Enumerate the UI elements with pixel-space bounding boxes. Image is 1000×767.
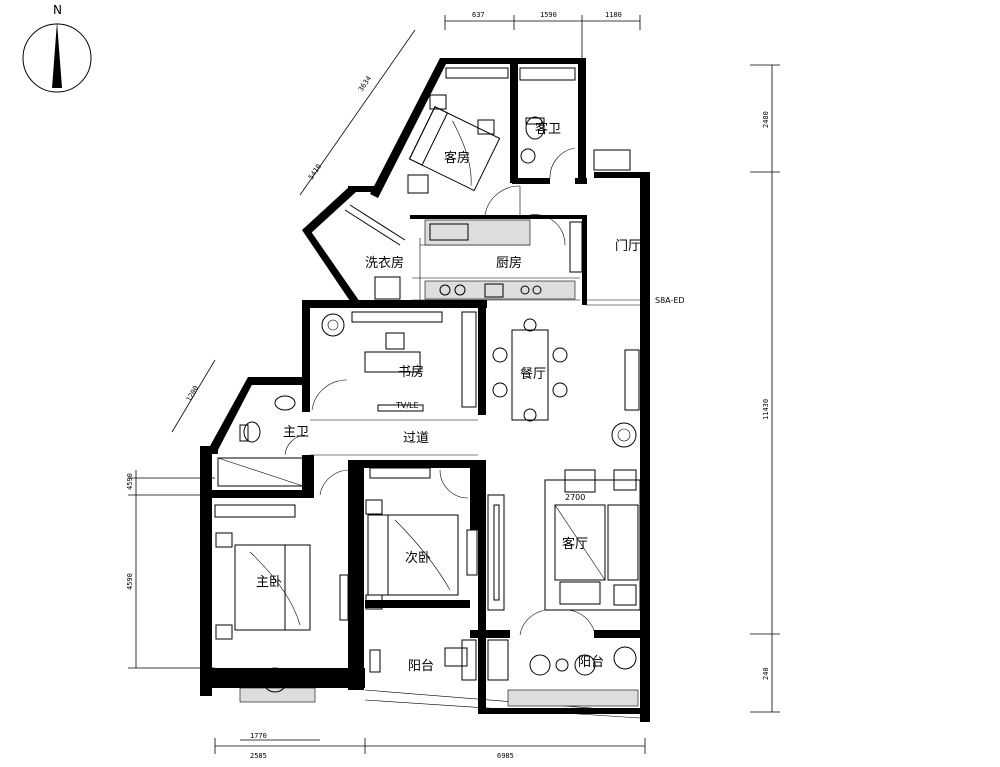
chair-icon — [492, 347, 508, 363]
foyer-edge-note: S8A-ED — [655, 296, 685, 305]
bookshelf-icon — [461, 311, 477, 408]
planter-icon — [507, 689, 639, 707]
stove-icon — [439, 284, 451, 296]
chair-icon — [529, 654, 551, 676]
side-table-icon — [613, 584, 637, 606]
living-height-note: 2700 — [565, 493, 585, 502]
plant-icon — [321, 313, 345, 337]
side-table-icon — [613, 469, 637, 491]
room-labels: 客房 客卫 洗衣房 厨房 门厅 书房 餐厅 主卫 过道 主卧 次卧 客厅 阳台 … — [256, 121, 685, 674]
sideboard-icon — [624, 349, 640, 411]
laundry-rack-icon — [344, 204, 406, 246]
toilet-icon — [243, 421, 261, 443]
dim-bottom-3: 6985 — [497, 752, 514, 760]
storage-icon — [461, 639, 477, 681]
compass: N — [22, 3, 92, 93]
bookshelf-icon — [351, 311, 443, 323]
sofa-icon — [607, 504, 639, 581]
shower-icon — [217, 457, 304, 487]
armchair-icon — [564, 469, 596, 493]
storage-icon — [369, 649, 381, 673]
bathtub-icon — [519, 67, 576, 81]
label-balcony-left: 阳台 — [408, 659, 434, 674]
plant-icon — [611, 422, 637, 448]
toilet-icon — [525, 116, 545, 140]
label-study: 书房 — [398, 364, 424, 380]
dim-bottom-1: 1770 — [250, 732, 267, 740]
dim-top-2: 1590 — [540, 11, 557, 19]
study-window-note: TV/LE — [395, 401, 419, 410]
right-dimensions: 2480 11430 240 — [750, 64, 780, 713]
double-sink-icon — [429, 223, 469, 241]
dim-diag-3: 1200 — [185, 384, 200, 403]
north-arrow-icon — [52, 22, 62, 88]
guest-bed-icon — [408, 106, 501, 192]
sink-icon — [520, 148, 536, 164]
nightstand-icon — [365, 499, 383, 515]
nightstand-icon — [477, 119, 495, 135]
walls — [200, 58, 650, 722]
chair-icon — [444, 647, 468, 667]
dim-diag-1: 3634 — [357, 75, 373, 93]
desk-icon — [364, 351, 421, 373]
label-bath: 主卫 — [283, 425, 309, 440]
shoe-cabinet-icon — [593, 149, 631, 171]
label-master-bedroom: 主卧 — [256, 575, 282, 590]
dim-left-2: 4590 — [126, 573, 134, 590]
washing-machine-icon — [374, 276, 401, 300]
wardrobe-icon — [445, 67, 509, 79]
thin-lines — [284, 147, 641, 719]
diagonal-dimensions: 3634 5410 1200 — [171, 29, 416, 433]
bottom-dimensions: 1770 2585 6985 — [214, 732, 646, 760]
north-label: N — [53, 3, 62, 17]
label-guest-bath: 客卫 — [535, 121, 561, 137]
top-dimensions: 637 1590 1180 — [444, 11, 641, 60]
storage-icon — [487, 639, 509, 681]
coffee-table-icon — [554, 504, 606, 581]
chair-icon — [574, 654, 596, 676]
dim-right-1: 2480 — [762, 111, 770, 128]
wardrobe-icon — [214, 504, 296, 518]
sink-icon — [274, 395, 296, 411]
rug-icon — [544, 479, 641, 611]
tv-wall-icon — [487, 494, 505, 611]
chair-icon — [385, 332, 405, 350]
small-table-icon — [555, 658, 569, 672]
label-guest-bedroom: 客房 — [444, 150, 470, 166]
label-foyer: 门厅 — [615, 239, 641, 254]
dim-right-2: 11430 — [762, 399, 770, 420]
dim-bottom-2: 2585 — [250, 752, 267, 760]
label-balcony-right: 阳台 — [578, 655, 604, 670]
furniture — [214, 67, 641, 707]
dim-left-1: 4590 — [126, 473, 134, 490]
fridge-icon — [569, 221, 583, 273]
window-seat-icon — [377, 404, 424, 412]
planter-icon — [239, 687, 316, 703]
nightstand-icon — [429, 94, 447, 110]
plant-icon — [613, 646, 637, 670]
dim-top-3: 1180 — [605, 11, 622, 19]
nightstand-icon — [215, 624, 233, 640]
sofa-icon — [559, 581, 601, 605]
label-kitchen: 厨房 — [496, 255, 522, 271]
dining-table-icon — [511, 329, 549, 421]
chair-icon — [407, 174, 429, 194]
label-living: 客厅 — [562, 536, 588, 552]
nightstand-icon — [365, 594, 383, 610]
label-dining: 餐厅 — [520, 366, 546, 382]
stove-icon — [520, 285, 530, 295]
label-second-bedroom: 次卧 — [405, 550, 431, 566]
label-corridor: 过道 — [403, 431, 429, 446]
plant-icon — [262, 667, 288, 693]
label-laundry: 洗衣房 — [365, 255, 404, 271]
dim-top-1: 637 — [472, 11, 485, 19]
desk-icon — [466, 529, 478, 576]
tv-cabinet-icon — [339, 574, 349, 621]
dim-right-3: 240 — [762, 667, 770, 680]
nightstand-icon — [215, 532, 233, 548]
sink-icon — [484, 283, 504, 298]
wardrobe-icon — [369, 467, 431, 479]
